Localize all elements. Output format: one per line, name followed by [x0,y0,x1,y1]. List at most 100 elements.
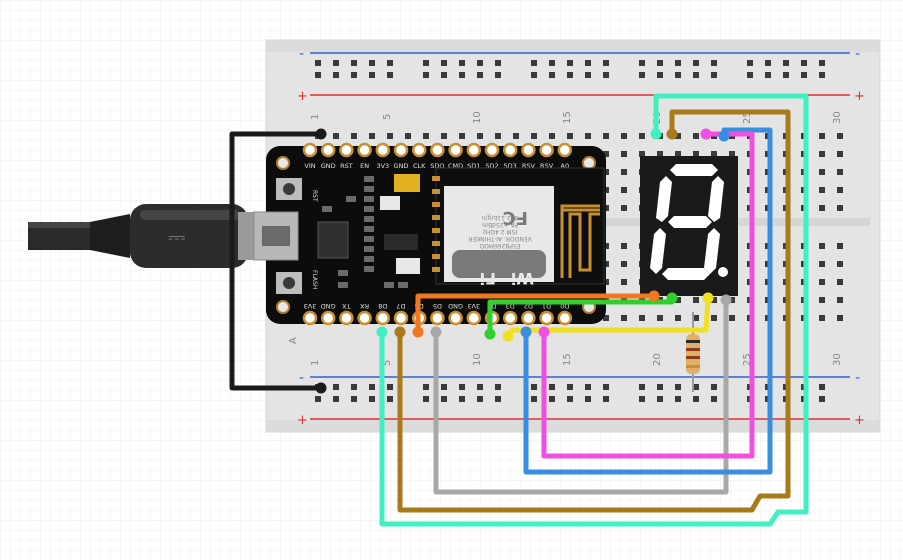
rail-hole [531,396,537,402]
rail-hole [315,60,321,66]
breadboard-hole [819,151,825,157]
bottom-pin-label: D2 [524,302,533,310]
rail-hole [801,72,807,78]
breadboard-hole [675,315,681,321]
header-pin [339,310,354,326]
rail-hole [603,60,609,66]
wire-end [702,292,714,304]
pcb-antenna [560,204,600,278]
rail-hole [477,396,483,402]
rail-hole [657,396,663,402]
header-pin [302,310,318,326]
rail-hole [765,72,771,78]
seven-segment-display: 8 [640,156,738,296]
rail-minus-sign: - [855,46,860,62]
breadboard-hole [837,205,843,211]
wire-end [430,326,442,338]
rail-hole [567,384,573,390]
display-segment [704,228,720,274]
rail-hole [549,396,555,402]
top-pin-label: 3V3 [376,162,389,170]
rail-hole [333,396,339,402]
column-number: 1 [310,114,321,120]
column-number: 10 [472,353,483,366]
wire-end [315,382,327,394]
display-segment [662,268,710,280]
rail-hole [495,72,501,78]
breadboard-hole [621,261,627,267]
brown-wire [397,109,791,513]
rail-hole [603,396,609,402]
bottom-pin-label: D1 [542,302,551,310]
rail-hole [333,60,339,66]
header-pin [448,310,463,326]
breadboard-hole [693,151,699,157]
wire-end [700,128,712,140]
header-pin [539,310,554,326]
breadboard-hole [819,133,825,139]
rail-hole [747,60,753,66]
rail-hole [711,60,717,66]
black-wire [229,131,324,391]
rail-hole [351,396,357,402]
rail-hole [711,72,717,78]
rail-hole [585,384,591,390]
rail-hole [387,60,393,66]
breadboard-hole [837,133,843,139]
bottom-pin-label: D7 [396,302,405,310]
breadboard-hole [639,315,645,321]
breadboard-hole [657,151,663,157]
rail-plus-sign: + [297,89,308,104]
breadboard-hole [387,133,393,139]
header-pin [502,142,518,158]
wire-end [502,330,514,342]
header-pin [393,310,409,326]
column-number: 30 [832,111,843,124]
rail-hole [675,72,681,78]
breadboard-hole [675,133,681,139]
row-letter: A [288,337,299,344]
display-segment [668,216,712,228]
column-number: 20 [652,353,663,366]
rail-hole [819,72,825,78]
module-text-line: ISM 2.4GHz [483,228,518,235]
header-pin [557,142,573,158]
usb-icon: ⎓ [168,225,186,250]
module-pad [432,267,440,272]
wire-end [484,328,496,340]
top-pin-label: SDO [430,162,444,170]
rail-hole [585,60,591,66]
rail-hole [531,60,537,66]
column-number: 1 [310,360,321,366]
module-text-line: VENDOR: AI-THINKER [468,235,531,242]
wire-end [394,326,406,338]
rail-hole [693,60,699,66]
top-pin-label: CMD [448,162,463,170]
rail-hole [459,384,465,390]
breadboard-hole [351,133,357,139]
module-pad [432,241,440,246]
module-pad [432,254,440,259]
breadboard-hole [819,187,825,193]
breadboard-hole [819,205,825,211]
breadboard-hole [837,297,843,303]
breadboard-hole [711,151,717,157]
breadboard-hole [693,133,699,139]
header-pin [521,142,536,158]
display-segment [708,176,724,222]
header-pin [339,142,354,158]
top-pin-label: CLK [413,162,426,170]
breadboard-hole [837,243,843,249]
rail-hole [351,72,357,78]
wire-end [412,326,424,338]
breadboard-hole [549,133,555,139]
rail-hole [765,60,771,66]
rail-hole [351,384,357,390]
breadboard-hole [333,133,339,139]
header-pin [393,142,409,158]
rail-hole [477,384,483,390]
rail-hole [783,72,789,78]
rail-hole [603,384,609,390]
header-pin [302,142,318,158]
rail-hole [693,384,699,390]
